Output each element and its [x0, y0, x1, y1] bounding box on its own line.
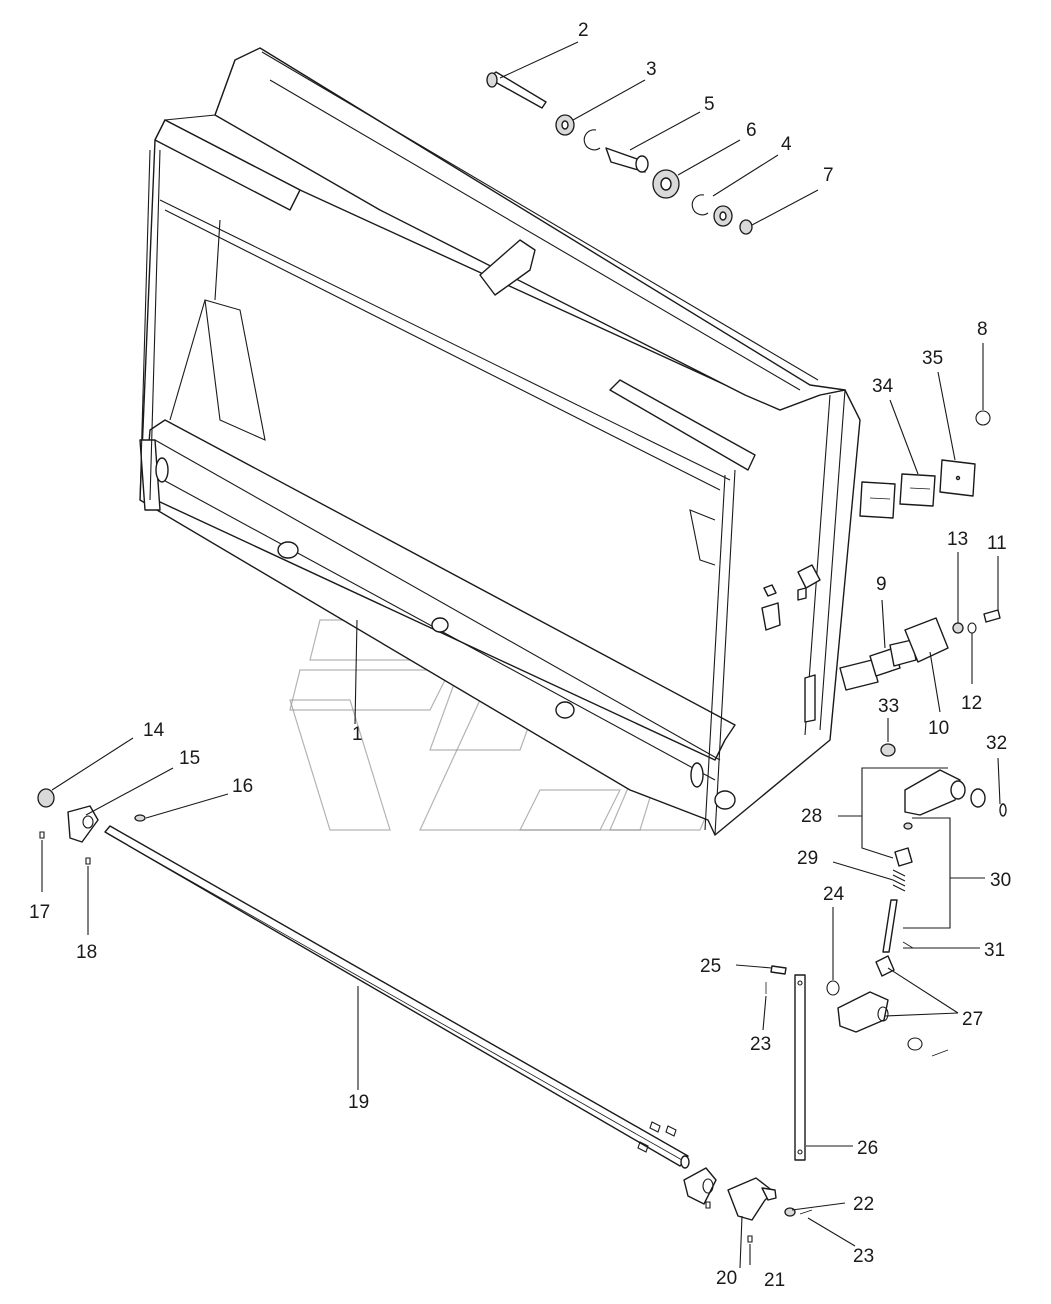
- callout-28: 28: [801, 806, 822, 827]
- callout-23-lower: 23: [853, 1246, 874, 1267]
- callout-8: 8: [977, 319, 988, 340]
- callout-31: 31: [984, 940, 1005, 961]
- latch-mechanism: [837, 743, 1007, 1057]
- callout-15: 15: [179, 748, 200, 769]
- callout-27: 27: [962, 1009, 983, 1030]
- left-bearing-hardware: [37, 788, 146, 865]
- callout-21: 21: [764, 1270, 785, 1291]
- callout-35: 35: [922, 348, 943, 369]
- callout-29: 29: [797, 848, 818, 869]
- callout-7: 7: [823, 165, 834, 186]
- callout-16: 16: [232, 776, 253, 797]
- callout-3: 3: [646, 59, 657, 80]
- callout-26: 26: [857, 1138, 878, 1159]
- callout-2: 2: [578, 20, 589, 41]
- callout-24: 24: [823, 884, 845, 905]
- callout-25: 25: [700, 956, 721, 977]
- callout-11: 11: [987, 533, 1007, 554]
- frame-assembly: [139, 47, 861, 836]
- link-bar: [765, 965, 840, 1161]
- callout-1: 1: [352, 724, 363, 745]
- shims-and-ring: [859, 410, 991, 519]
- right-bearing-hardware: [683, 1167, 813, 1243]
- callout-33: 33: [878, 696, 899, 717]
- callout-32: 32: [986, 733, 1007, 754]
- callout-17: 17: [29, 902, 50, 923]
- callout-20: 20: [716, 1268, 737, 1289]
- callout-18: 18: [76, 942, 97, 963]
- callout-19: 19: [348, 1092, 369, 1113]
- leader-lines: [41, 41, 1001, 1269]
- callout-5: 5: [704, 94, 715, 115]
- callout-23-upper: 23: [750, 1034, 771, 1055]
- callout-4: 4: [781, 134, 792, 155]
- callout-9: 9: [876, 574, 887, 595]
- callout-34: 34: [872, 376, 894, 397]
- callout-6: 6: [746, 120, 757, 141]
- callout-13: 13: [947, 529, 968, 550]
- shaft: [104, 825, 690, 1169]
- callout-12: 12: [961, 693, 982, 714]
- latch-plates: [839, 609, 1001, 691]
- callout-22: 22: [853, 1194, 874, 1215]
- callout-10: 10: [928, 718, 949, 739]
- callout-14: 14: [143, 720, 165, 741]
- callout-30: 30: [990, 870, 1011, 891]
- pivot-pin-hardware: [486, 71, 753, 235]
- callout-labels: 1 2 3 4 5 6 7 8 9 10 11 12 13 14 15 16 1…: [29, 20, 1011, 1291]
